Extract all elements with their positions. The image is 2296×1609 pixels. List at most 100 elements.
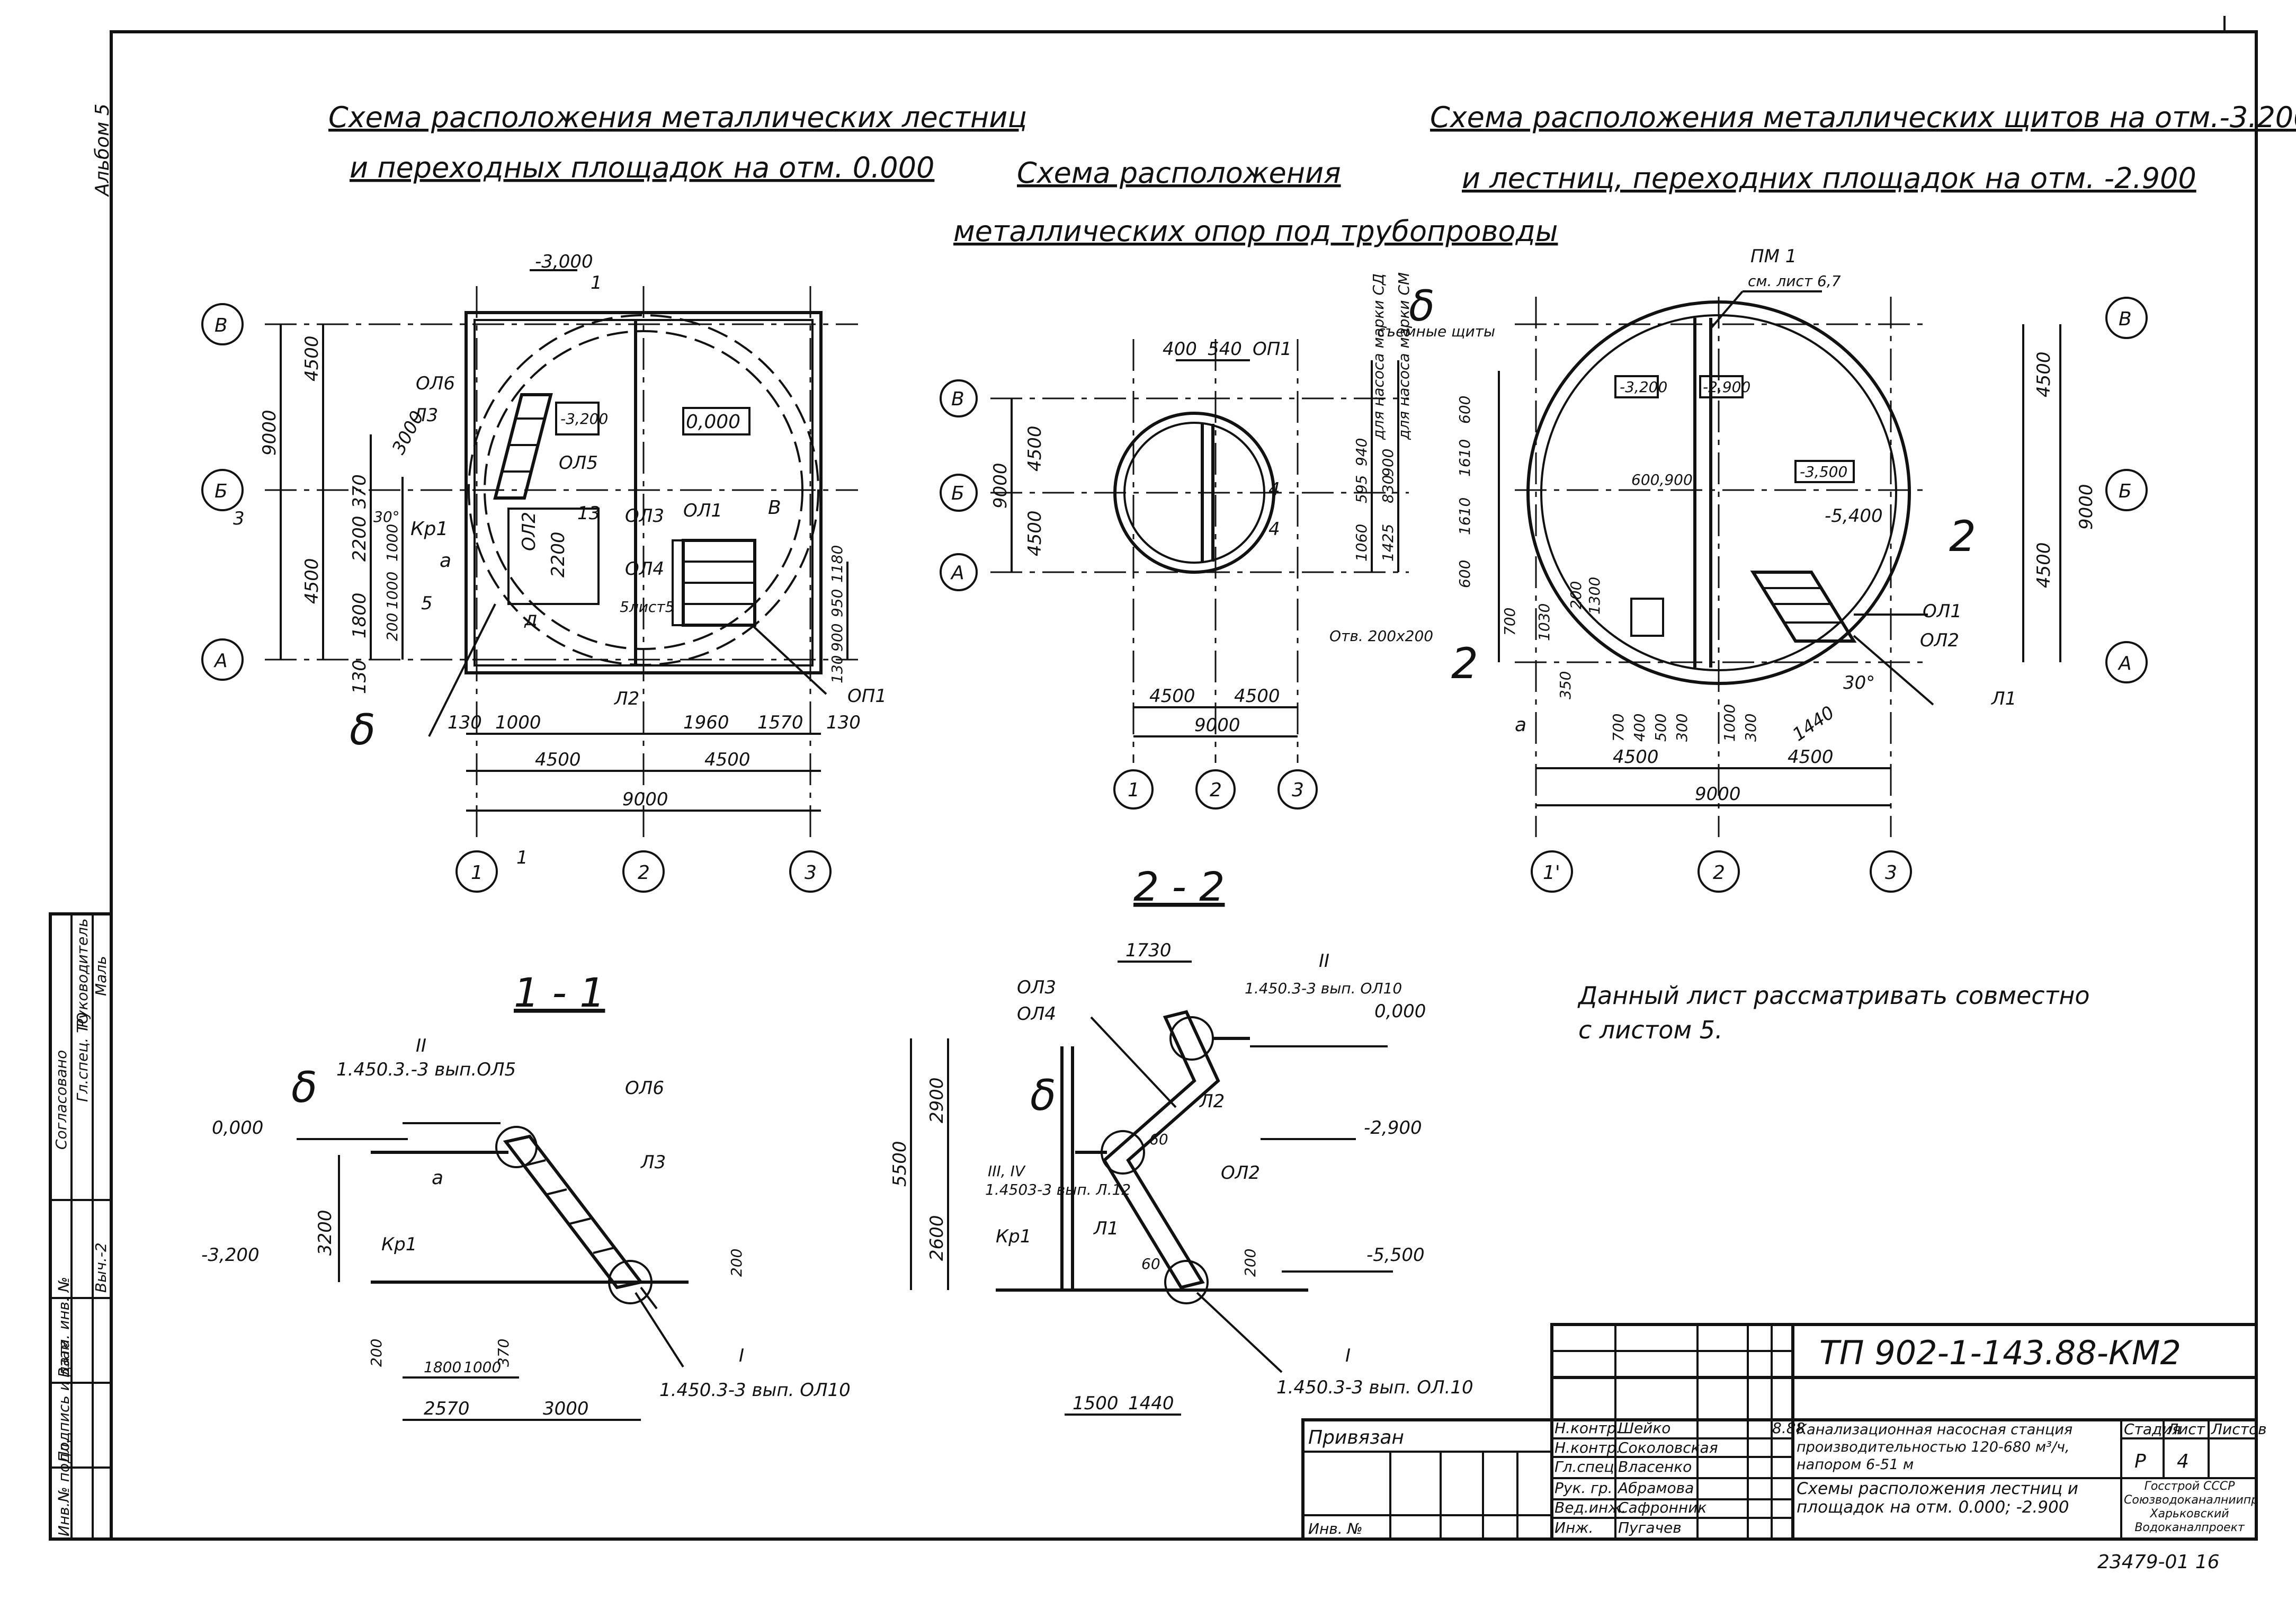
svg-text:ОП1: ОП1 (1253, 339, 1292, 360)
svg-text:2: 2 (638, 862, 650, 884)
svg-text:ОЛ6: ОЛ6 (625, 1078, 664, 1099)
svg-text:А: А (213, 650, 228, 672)
svg-text:4500: 4500 (2033, 542, 2054, 588)
svg-text:5500: 5500 (889, 1141, 910, 1187)
svg-text:0,000: 0,000 (686, 411, 740, 433)
side-stamp: Согласовано Гл.спец. ТО Руководитель Выч… (49, 912, 113, 1541)
svg-text:-3,000: -3,000 (535, 251, 593, 272)
svg-text:-3,500: -3,500 (1800, 463, 1847, 481)
svg-text:1300: 1300 (1586, 577, 1603, 615)
plan-center-axis-col-1: 1 (1113, 769, 1154, 810)
plan-right (1498, 290, 2061, 837)
svg-text:Л3: Л3 (640, 1152, 666, 1173)
svg-text:-5,400: -5,400 (1825, 505, 1883, 527)
svg-text:ОЛ5: ОЛ5 (559, 452, 598, 474)
svg-text:Н.контр.: Н.контр. (1555, 1419, 1621, 1437)
svg-text:370: 370 (495, 1339, 512, 1367)
svg-text:Л2: Л2 (1199, 1091, 1225, 1112)
svg-text:ОЛ6: ОЛ6 (416, 373, 455, 394)
svg-text:ОЛ3: ОЛ3 (1017, 977, 1056, 998)
svg-text:для насоса марки СМ: для насоса марки СМ (1395, 272, 1413, 440)
plan-right-dims: 600 1610 1610 600 700 1030 200 1300 350 … (1456, 351, 2097, 805)
svg-text:В: В (951, 388, 964, 410)
svg-text:370: 370 (349, 474, 370, 509)
plan-center-axis-row-B: Б (940, 474, 978, 512)
svg-text:ОЛ3: ОЛ3 (625, 505, 664, 527)
svg-text:ОЛ1: ОЛ1 (683, 500, 722, 521)
svg-text:1000: 1000 (383, 524, 401, 562)
plan-left-marks: -3,000 ОЛ6 Л3 ОЛ5 -3,200 0,000 Кр1 ОЛ2 2… (233, 251, 887, 868)
svg-text:II: II (1319, 950, 1329, 972)
svg-text:940: 940 (1353, 438, 1370, 466)
svg-text:1610: 1610 (1456, 439, 1473, 477)
svg-text:1000: 1000 (463, 1358, 501, 1376)
svg-text:1440: 1440 (1128, 1393, 1174, 1414)
plan-left-axis-col-2: 2 (622, 850, 665, 893)
svg-text:1000: 1000 (1721, 704, 1738, 742)
title-left-line2: и переходных площадок на отм. 0.000 (350, 151, 934, 184)
svg-text:Инж.: Инж. (1555, 1519, 1593, 1536)
svg-text:Б: Б (2119, 481, 2132, 502)
svg-text:595: 595 (1353, 475, 1370, 503)
svg-text:1425: 1425 (1379, 524, 1397, 562)
svg-text:Б: Б (951, 483, 964, 504)
svg-text:5лист5: 5лист5 (620, 598, 674, 616)
svg-text:2200: 2200 (548, 531, 569, 577)
plan-right-axis-row-A: А (2105, 641, 2148, 683)
plan-left-axis-row-B: Б (201, 469, 244, 511)
sheet-description: Схемы расположения лестниц и площадок на… (1797, 1480, 2078, 1517)
svg-text:Л1: Л1 (1990, 688, 2016, 709)
svg-text:Шейко: Шейко (1618, 1419, 1670, 1437)
svg-text:Власенко: Власенко (1618, 1458, 1692, 1475)
svg-text:3: 3 (805, 862, 817, 884)
svg-text:1800: 1800 (349, 592, 370, 638)
svg-text:200: 200 (1241, 1249, 1259, 1277)
svg-text:Стадия: Стадия (2124, 1420, 2181, 1438)
svg-text:2: 2 (1949, 512, 1976, 561)
title-center-line1: Схема расположения (1017, 156, 1341, 190)
svg-text:II: II (416, 1035, 426, 1056)
section-1-1 (297, 1122, 689, 1421)
svg-text:9000: 9000 (1194, 715, 1240, 736)
svg-text:для насоса марки СД: для насоса марки СД (1370, 273, 1387, 440)
svg-text:Подпись и дата: Подпись и дата (55, 1339, 73, 1462)
svg-text:300: 300 (1742, 714, 1759, 742)
svg-text:600: 600 (1456, 396, 1473, 424)
svg-text:3000: 3000 (543, 1398, 589, 1419)
svg-text:А: А (950, 562, 964, 584)
svg-text:δ: δ (350, 705, 376, 754)
svg-text:4500: 4500 (1024, 425, 1046, 472)
svg-text:130: 130 (828, 655, 846, 683)
svg-text:3: 3 (233, 508, 245, 529)
svg-text:д: д (524, 608, 538, 630)
svg-text:9000: 9000 (259, 410, 280, 456)
plan-right-axis-col-3: 3 (1870, 850, 1912, 893)
svg-text:-5,500: -5,500 (1366, 1244, 1425, 1266)
svg-text:600: 600 (1456, 560, 1473, 588)
svg-text:Маль: Маль (92, 956, 110, 996)
svg-text:Р: Р (2134, 1451, 2146, 1472)
svg-text:Н.контр.: Н.контр. (1555, 1439, 1621, 1456)
svg-text:4500: 4500 (1234, 686, 1280, 707)
svg-text:а: а (432, 1167, 443, 1189)
svg-text:Листов: Листов (2211, 1420, 2267, 1438)
note-line1: Данный лист рассматривать совместно (1577, 981, 2090, 1010)
svg-text:ПМ 1: ПМ 1 (1750, 246, 1797, 267)
svg-text:30°: 30° (1843, 672, 1875, 694)
svg-text:1 - 1: 1 - 1 (514, 969, 605, 1016)
svg-text:900: 900 (1379, 449, 1397, 477)
svg-text:Привязан: Привязан (1308, 1427, 1404, 1448)
svg-text:9000: 9000 (2076, 484, 2097, 530)
svg-text:4500: 4500 (1149, 686, 1195, 707)
svg-text:В: В (768, 497, 781, 519)
plan-center-axis-col-2: 2 (1195, 769, 1236, 810)
title-block (1301, 1323, 2258, 1541)
svg-text:4500: 4500 (1024, 510, 1046, 556)
svg-text:0,000: 0,000 (1374, 1001, 1426, 1022)
svg-text:600,900: 600,900 (1631, 471, 1693, 488)
svg-text:δ: δ (1030, 1071, 1056, 1120)
svg-text:1180: 1180 (828, 545, 846, 583)
svg-text:1.450.3-3 вып. ОЛ10: 1.450.3-3 вып. ОЛ10 (659, 1380, 851, 1401)
svg-text:1: 1 (591, 272, 602, 294)
title-block-text: ТП 902-1-143.88-КМ2 Привязан Инв. № Н.ко… (1308, 1334, 2267, 1573)
